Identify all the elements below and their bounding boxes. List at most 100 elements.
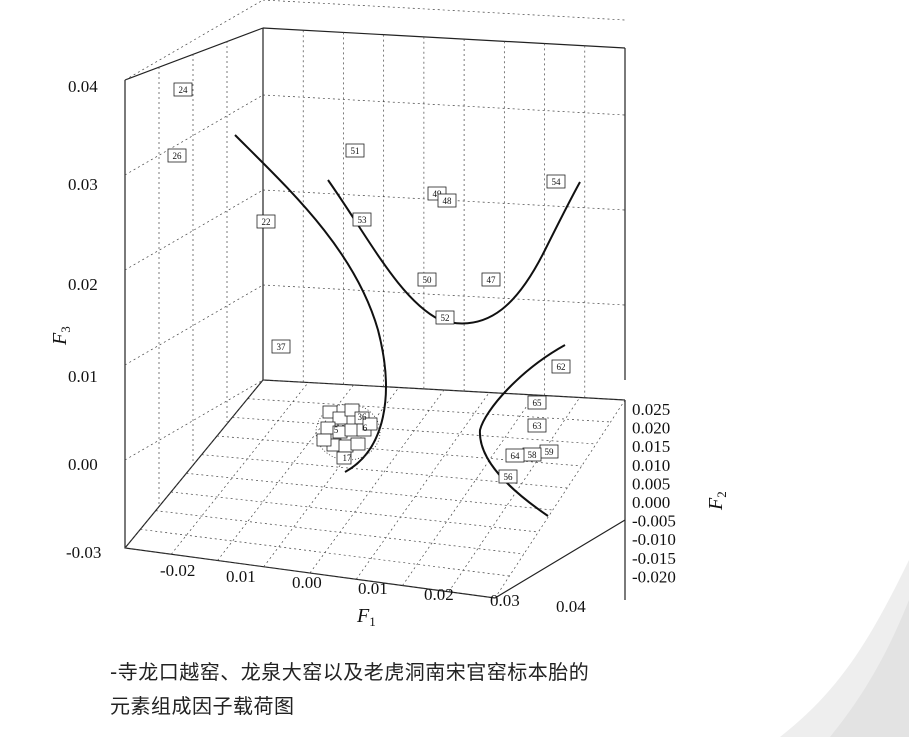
f2-tick-label: 0.020: [632, 419, 670, 438]
point-marker: [527, 395, 547, 410]
point-marker: [527, 418, 547, 433]
f3-tick-label: 0.02: [68, 275, 98, 294]
f1-tick-label: 0.03: [490, 591, 520, 610]
data-point: 62: [551, 359, 571, 374]
data-point: 22: [256, 214, 276, 229]
data-point: 51: [345, 143, 365, 158]
point-label: 47: [487, 275, 497, 285]
point-label: 64: [511, 451, 521, 461]
data-point: 52: [435, 310, 455, 325]
point-marker: [345, 143, 365, 158]
f1-axis-label: F1: [356, 605, 376, 629]
f1-tick-label: 0.01: [226, 567, 256, 586]
grid-line-floor-f2: [494, 399, 626, 599]
caption-line-1: -寺龙口越窑、龙泉大窑以及老虎洞南宋官窑标本胎的: [110, 660, 590, 684]
data-point: 37: [271, 339, 291, 354]
grid-line-left-wall: [124, 379, 264, 461]
data-point: 56: [498, 469, 518, 484]
f2-tick-label: 0.000: [632, 493, 670, 512]
point-marker: [481, 272, 501, 287]
point-label: 51: [351, 146, 360, 156]
f2-tick-label: 0.010: [632, 456, 670, 475]
point-label: 62: [557, 362, 566, 372]
f1-tick-label: 0.00: [292, 573, 322, 592]
grid-line-floor-f1: [170, 491, 539, 533]
grid-line-back-wall: [262, 284, 626, 306]
data-point: 53: [352, 212, 372, 227]
grid-line-floor-f2: [448, 397, 581, 592]
point-marker: [498, 469, 518, 484]
f1-tick-label: 0.04: [556, 597, 586, 616]
cluster-point-marker: [350, 437, 366, 451]
f3-tick-labels: 0.040.030.020.010.00-0.03: [66, 77, 101, 562]
data-point: 26: [167, 148, 187, 163]
point-label: 63: [533, 421, 543, 431]
grid-line-left-wall: [124, 284, 264, 366]
grid-line-floor-f2: [124, 379, 264, 549]
cluster-point-label: 5: [334, 425, 339, 435]
f1-tick-label: 0.02: [424, 585, 454, 604]
grid-line-floor-f1: [216, 435, 582, 467]
f3-tick-label: -0.03: [66, 543, 101, 562]
point-cluster: 36 5 6 17: [315, 403, 381, 465]
figure-caption: -寺龙口越窑、龙泉大窑以及老虎洞南宋官窑标本胎的 元素组成因子载荷图: [110, 655, 810, 723]
cluster-point-label: 17: [343, 453, 353, 463]
point-marker: [417, 272, 437, 287]
cluster-point-label: 36: [358, 412, 368, 422]
grid-line-floor-f2: [402, 394, 535, 586]
upper-curve: [327, 179, 581, 325]
data-point: 59: [539, 444, 559, 459]
cluster-point-marker: [362, 417, 378, 431]
point-label: 48: [443, 196, 453, 206]
point-label: 49: [433, 189, 443, 199]
f2-axis-label: F2: [705, 491, 729, 511]
point-marker: [173, 82, 193, 97]
point-label: 56: [504, 472, 514, 482]
f3-tick-label: 0.01: [68, 367, 98, 386]
grid-lines: [124, 0, 626, 599]
point-marker: [437, 193, 457, 208]
grid-line-floor-f2: [170, 382, 309, 555]
point-marker: [551, 359, 571, 374]
point-label: 59: [545, 447, 555, 457]
point-marker: [435, 310, 455, 325]
f1-tick-labels: -0.02 0.01 0.00 0.01 0.02 0.03 0.04: [160, 561, 586, 616]
data-point: 24: [173, 82, 193, 97]
grid-line-floor-f1: [232, 416, 597, 445]
grid-line-back-wall: [262, 0, 626, 21]
data-point: 54: [546, 174, 566, 189]
point-label: 58: [528, 450, 538, 460]
point-label: 22: [262, 217, 271, 227]
point-marker: [271, 339, 291, 354]
point-label: 52: [441, 313, 450, 323]
cluster-point-label: 6: [363, 423, 368, 433]
cluster-point-marker: [332, 411, 348, 425]
point-marker: [352, 212, 372, 227]
data-point: 63: [527, 418, 547, 433]
right-curve: [478, 344, 566, 517]
grid-line-floor-f1: [186, 472, 553, 511]
caption-line-2: 元素组成因子载荷图: [110, 694, 295, 718]
grid-line-left-wall: [124, 94, 264, 176]
point-marker: [167, 148, 187, 163]
data-point: 64: [505, 448, 525, 463]
grid-line-left-wall: [124, 0, 264, 81]
f1-tick-label: 0.01: [358, 579, 388, 598]
trend-curves: [234, 134, 581, 517]
grid-line-left-wall: [124, 189, 264, 271]
left-curve: [234, 134, 387, 473]
f2-tick-label: -0.020: [632, 567, 676, 586]
point-marker: [256, 214, 276, 229]
data-point: 58: [522, 447, 542, 462]
cluster-point-marker: [316, 433, 332, 447]
cluster-point-marker: [336, 451, 352, 465]
f2-tick-label: -0.005: [632, 512, 676, 531]
point-label: 37: [277, 342, 287, 352]
f3-tick-label: 0.00: [68, 455, 98, 474]
point-label: 54: [552, 177, 562, 187]
f2-tick-label: -0.015: [632, 549, 676, 568]
f1-tick-label: -0.02: [160, 561, 195, 580]
f3-tick-label: 0.04: [68, 77, 98, 96]
